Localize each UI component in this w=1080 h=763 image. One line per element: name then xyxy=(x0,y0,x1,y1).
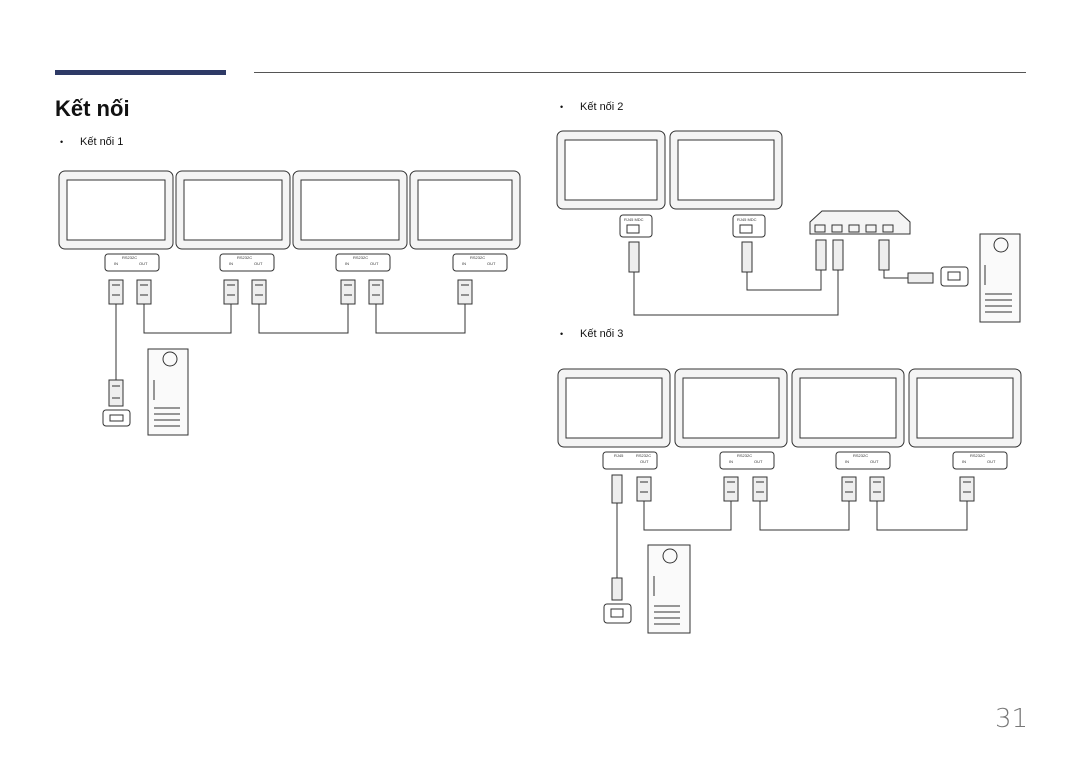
section-label-3: Kết nối 3 xyxy=(580,328,624,340)
port-label-out: OUT xyxy=(487,261,496,266)
d-sub-connector-icon xyxy=(723,476,739,502)
port-label-rj45-mdc: RJ45 MDC xyxy=(624,217,644,222)
pc-tower-icon xyxy=(647,544,691,634)
port-label-in: IN xyxy=(962,459,966,464)
section-label-1: Kết nối 1 xyxy=(80,136,124,148)
port-label-rj45-mdc: RJ45 MDC xyxy=(737,217,757,222)
display-monitor-icon xyxy=(908,368,1022,448)
header-accent-bar xyxy=(55,70,226,75)
d-sub-connector-icon xyxy=(841,476,857,502)
section-heading-3: • Kết nối 3 xyxy=(560,328,623,340)
section-heading-2: • Kết nối 2 xyxy=(560,101,623,113)
d-sub-connector-icon xyxy=(959,476,975,502)
display-monitor-icon xyxy=(292,170,408,250)
port-label-in: IN xyxy=(345,261,349,266)
port-label-rs232c: RS232C xyxy=(470,255,485,260)
pc-tower-icon xyxy=(147,348,189,436)
network-hub-icon xyxy=(809,210,911,235)
port-label-rs232c: RS232C xyxy=(122,255,137,260)
bullet-icon: • xyxy=(560,102,564,112)
section-label-2: Kết nối 2 xyxy=(580,101,624,113)
port-label-out: OUT xyxy=(254,261,263,266)
port-label-out: OUT xyxy=(754,459,763,464)
port-label-out: OUT xyxy=(370,261,379,266)
port-label-in: IN xyxy=(229,261,233,266)
port-label-in: IN xyxy=(114,261,118,266)
display-monitor-icon xyxy=(669,130,783,210)
port-label-rs232c: RS232C xyxy=(853,453,868,458)
pc-tower-icon xyxy=(979,233,1021,323)
d-sub-connector-icon xyxy=(108,379,124,407)
port-label-rs232c: RS232C xyxy=(636,453,651,458)
page-number: 31 xyxy=(995,704,1029,734)
section-heading-1: • Kết nối 1 xyxy=(60,136,123,148)
port-label-rs232c: RS232C xyxy=(737,453,752,458)
d-sub-connector-icon xyxy=(869,476,885,502)
rj45-connector-icon xyxy=(611,577,623,601)
port-label-out: OUT xyxy=(640,459,649,464)
display-monitor-icon xyxy=(556,130,666,210)
display-monitor-icon xyxy=(791,368,905,448)
rj45-connector-icon xyxy=(940,266,969,287)
port-label-in: IN xyxy=(462,261,466,266)
display-monitor-icon xyxy=(409,170,521,250)
port-label-rj45: RJ45 xyxy=(614,453,624,458)
d-sub-connector-icon xyxy=(108,279,124,305)
bullet-icon: • xyxy=(60,137,64,147)
port-label-out: OUT xyxy=(870,459,879,464)
display-monitor-icon xyxy=(674,368,788,448)
display-monitor-icon xyxy=(175,170,291,250)
port-label-rs232c: RS232C xyxy=(353,255,368,260)
port-label-out: OUT xyxy=(139,261,148,266)
d-sub-connector-icon xyxy=(636,476,652,502)
rj45-connector-icon xyxy=(603,603,632,624)
d-sub-connector-icon xyxy=(251,279,267,305)
d-sub-connector-icon xyxy=(102,409,131,427)
port-label-rs232c: RS232C xyxy=(237,255,252,260)
port-label-in: IN xyxy=(729,459,733,464)
display-monitor-icon xyxy=(58,170,174,250)
port-label-in: IN xyxy=(845,459,849,464)
rj45-connector-icon xyxy=(907,272,934,284)
port-label-out: OUT xyxy=(987,459,996,464)
d-sub-connector-icon xyxy=(752,476,768,502)
bullet-icon: • xyxy=(560,329,564,339)
header-rule xyxy=(254,72,1026,73)
port-label-rs232c: RS232C xyxy=(970,453,985,458)
page-title: Kết nối xyxy=(55,96,130,121)
display-monitor-icon xyxy=(557,368,671,448)
rj45-connector-icon xyxy=(611,474,623,504)
d-sub-connector-icon xyxy=(340,279,356,305)
